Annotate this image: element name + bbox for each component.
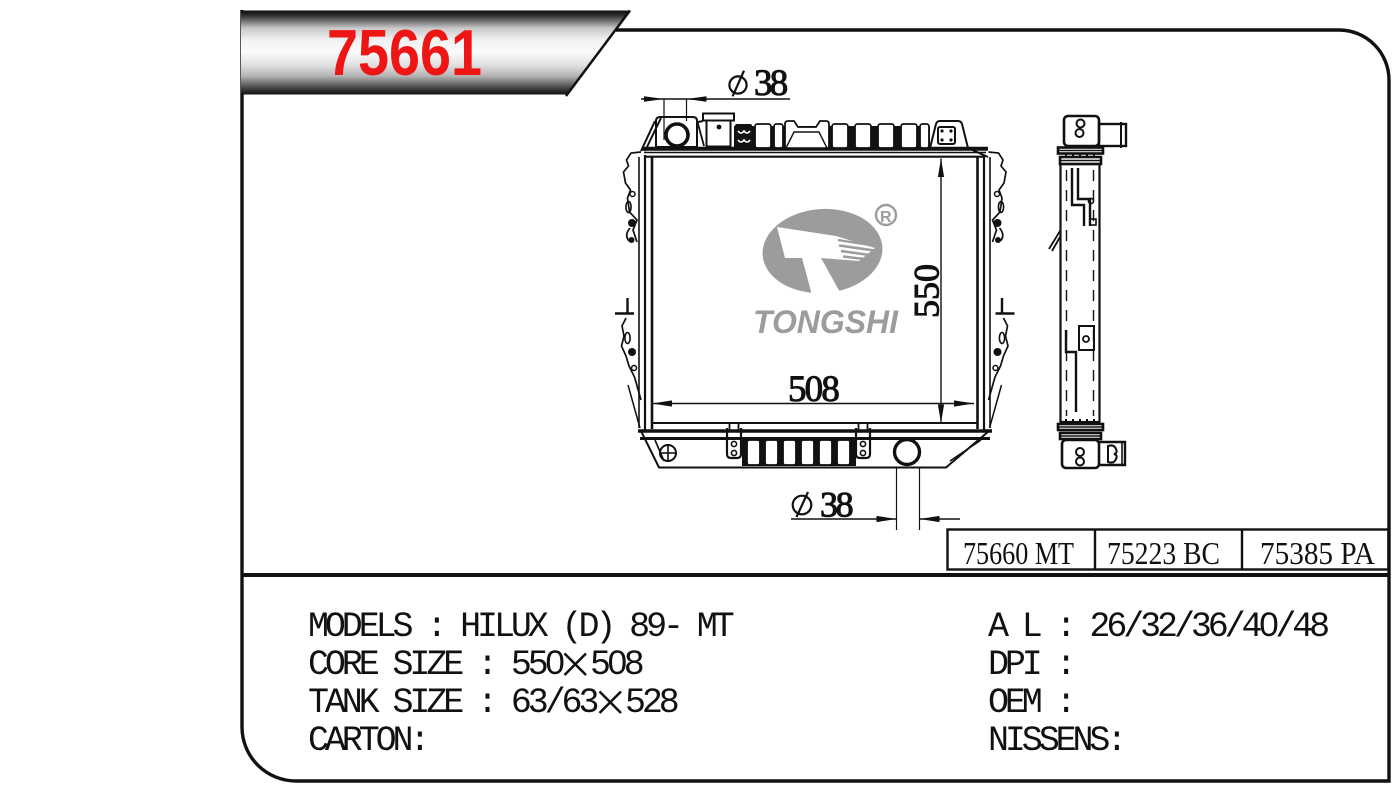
svg-text:75661: 75661	[327, 16, 482, 89]
svg-text:CORE SIZE : 550: CORE SIZE : 550	[308, 645, 564, 685]
svg-text:A L : 26/32/36/40/48: A L : 26/32/36/40/48	[988, 607, 1328, 647]
svg-text:OEM :: OEM :	[988, 683, 1073, 723]
svg-text:38: 38	[820, 485, 853, 525]
svg-text:75385 PA: 75385 PA	[1260, 535, 1375, 571]
svg-text:R: R	[880, 209, 892, 226]
svg-text:NISSENS:: NISSENS:	[988, 721, 1123, 761]
svg-text:MODELS : HILUX (D) 89- MT: MODELS : HILUX (D) 89- MT	[308, 607, 734, 647]
svg-text:528: 528	[625, 683, 678, 723]
svg-text:38: 38	[754, 63, 788, 104]
svg-text:550: 550	[907, 264, 947, 318]
svg-text:75660 MT: 75660 MT	[963, 535, 1074, 571]
svg-text:DPI :: DPI :	[988, 645, 1073, 685]
svg-text:CARTON:: CARTON:	[308, 721, 426, 761]
svg-text:TANK SIZE : 63/63: TANK SIZE : 63/63	[308, 683, 597, 723]
svg-text:75223 BC: 75223 BC	[1107, 535, 1220, 571]
svg-text:TONGSHI: TONGSHI	[753, 304, 899, 340]
svg-text:508: 508	[788, 369, 839, 410]
